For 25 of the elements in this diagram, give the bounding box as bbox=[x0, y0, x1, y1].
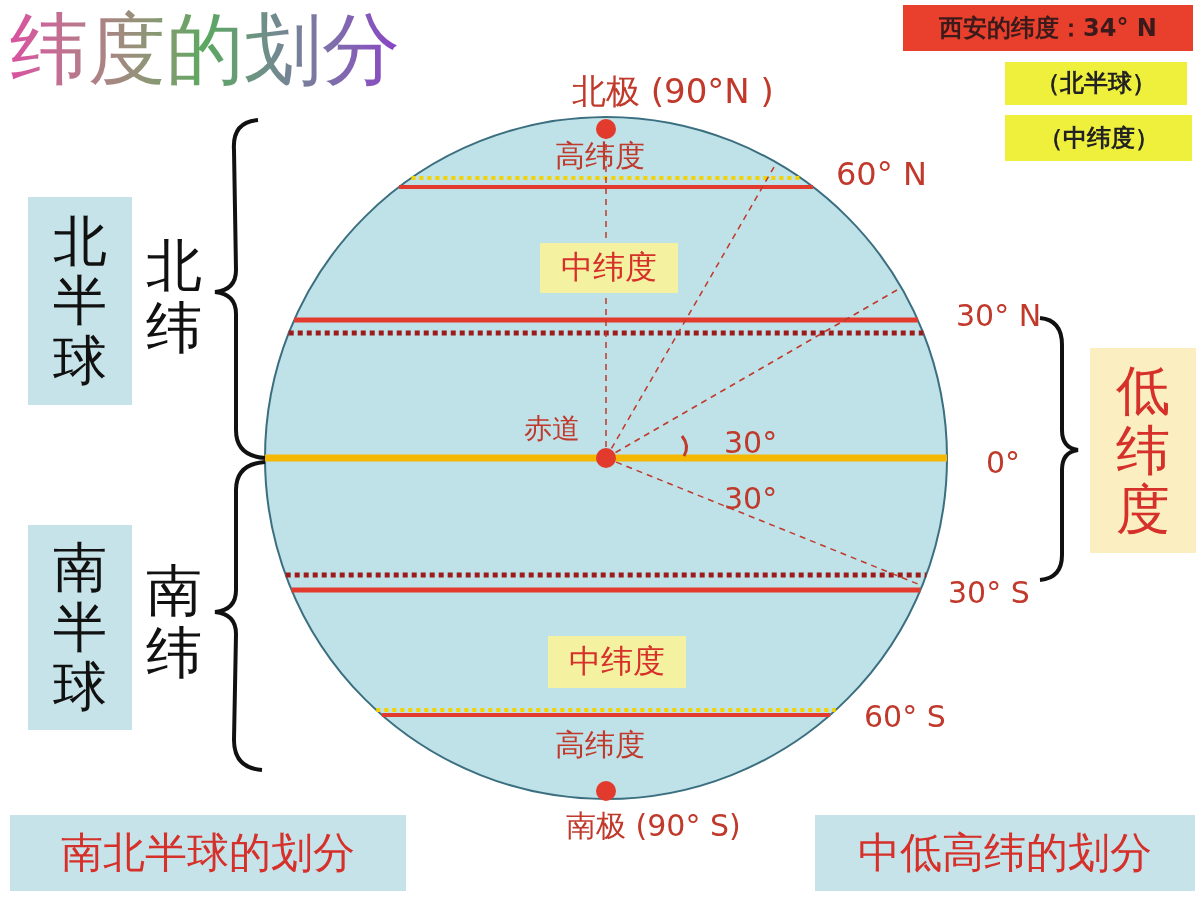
zone-box: 低纬度 bbox=[1090, 348, 1196, 553]
latitude-label: 高纬度 bbox=[555, 726, 645, 764]
latitude-label: 南极 (90° S) bbox=[566, 807, 741, 845]
hemisphere-box: 北半球 bbox=[28, 197, 132, 405]
latitude-label: 30° S bbox=[948, 574, 1030, 612]
latitude-label: 60° N bbox=[836, 154, 927, 195]
latitude-label: 30° bbox=[724, 480, 778, 518]
zone-box: 中纬度 bbox=[548, 636, 686, 688]
note-box: （北半球） bbox=[1005, 62, 1187, 105]
latitude-label: 0° bbox=[986, 444, 1021, 482]
title: 纬度的划分 bbox=[10, 10, 400, 88]
region-label: 北纬 bbox=[146, 235, 202, 359]
caption-box: 中低高纬的划分 bbox=[815, 815, 1195, 891]
latitude-label: 30° N bbox=[956, 297, 1042, 335]
note-box: （中纬度） bbox=[1005, 115, 1192, 161]
latitude-label: 30° bbox=[724, 424, 778, 462]
region-label: 南纬 bbox=[146, 560, 202, 684]
zone-box: 中纬度 bbox=[540, 243, 678, 293]
caption-box: 南北半球的划分 bbox=[10, 815, 406, 891]
hemisphere-box: 南半球 bbox=[28, 525, 132, 730]
info-box: 西安的纬度：34° N bbox=[903, 5, 1193, 51]
latitude-label: 赤道 bbox=[524, 411, 580, 447]
latitude-label: 北极 (90°N ) bbox=[572, 70, 774, 113]
latitude-label: 60° S bbox=[864, 698, 946, 736]
latitude-label: 高纬度 bbox=[555, 137, 645, 175]
